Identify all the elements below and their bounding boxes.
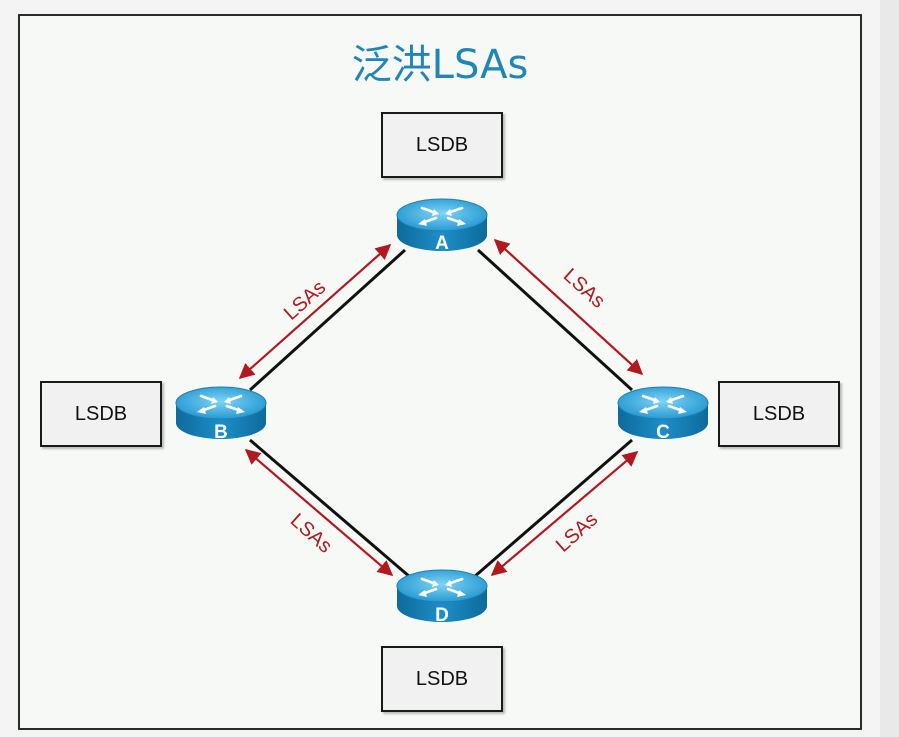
lsa-arrow-a-b [238, 243, 392, 380]
router-a[interactable]: A [395, 197, 489, 254]
router-c[interactable]: C [616, 385, 710, 443]
lsa-label-c-d: LSAs [552, 508, 602, 556]
lsa-label-a-b: LSAs [280, 276, 330, 324]
router-d[interactable]: D [395, 568, 489, 626]
lsa-arrow-b-d [244, 448, 394, 577]
lsdb-box-a: LSDB [381, 112, 503, 178]
link-c-d [473, 438, 633, 579]
router-a-label: A [435, 233, 449, 254]
lsdb-box-c: LSDB [718, 381, 840, 447]
router-b[interactable]: B [174, 385, 268, 443]
window-edge [880, 0, 899, 737]
lsa-label-b-d: LSAs [286, 509, 336, 557]
router-b-label: B [214, 422, 228, 443]
router-c-label: C [656, 422, 670, 443]
router-d-label: D [435, 605, 449, 626]
lsdb-box-b: LSDB [40, 381, 162, 447]
diagram-title: 泛洪LSAs [351, 42, 529, 88]
link-b-d [249, 438, 411, 579]
link-a-c [476, 248, 634, 392]
link-a-b [248, 248, 407, 392]
lsdb-box-d: LSDB [381, 646, 503, 712]
lsa-arrow-c-d [490, 451, 639, 576]
lsa-arrow-a-c [493, 238, 644, 376]
